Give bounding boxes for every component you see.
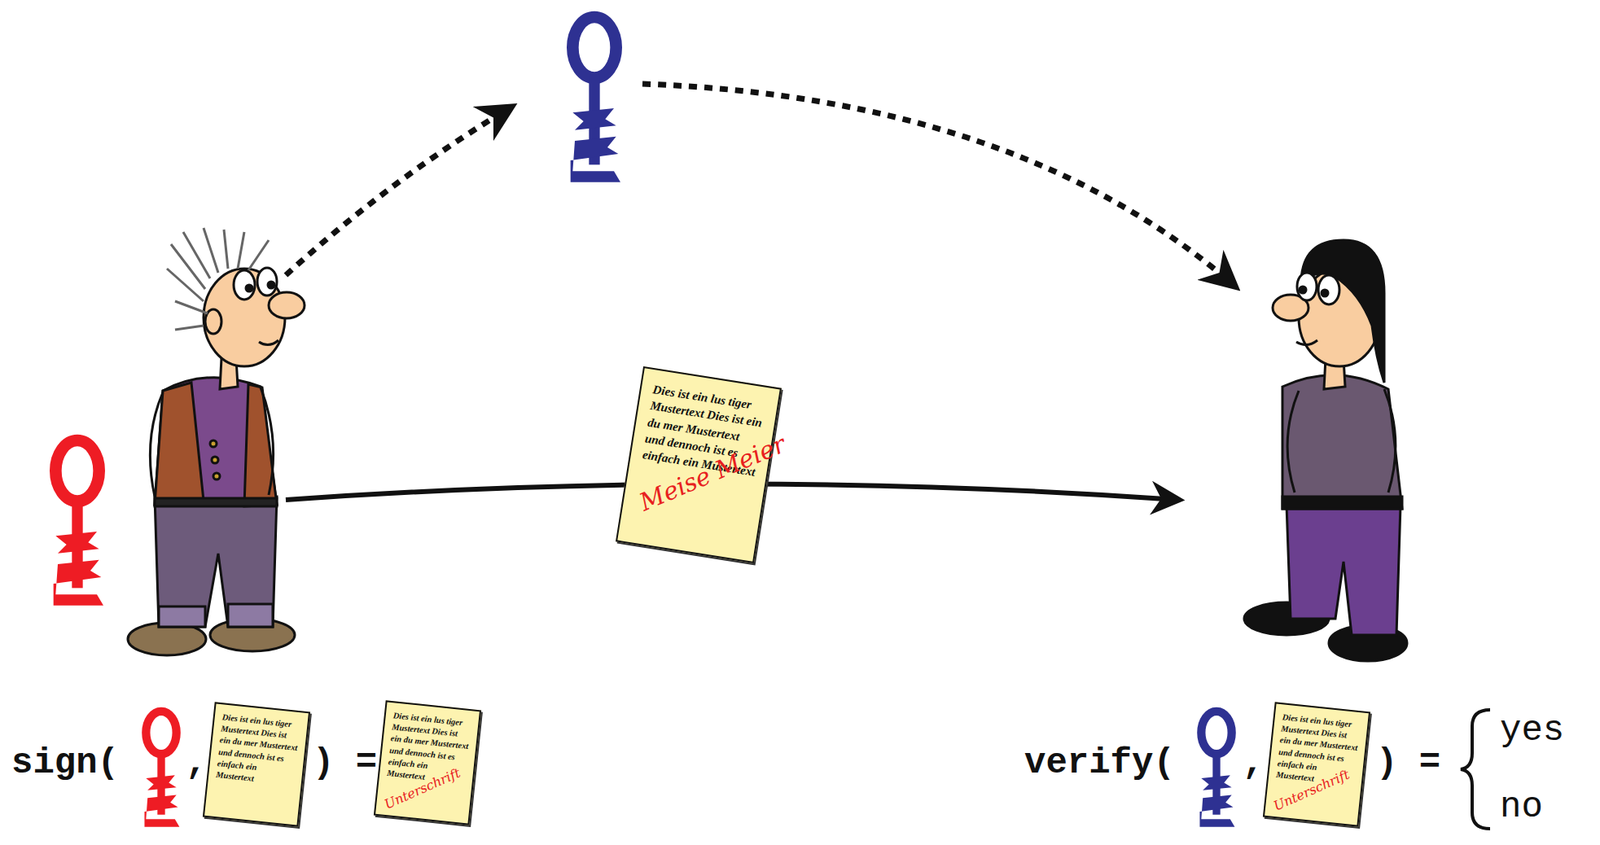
document: Dies ist ein lus tiger Mustertext Dies i…: [1262, 701, 1371, 828]
formula-text: ) =: [312, 742, 377, 784]
document: Dies ist ein lus tiger Mustertext Dies i…: [615, 366, 782, 564]
formula-text: ,: [185, 742, 207, 784]
private-key: [144, 711, 180, 828]
key-transfer-arrow: [285, 107, 511, 276]
key-transfer-arrow: [642, 83, 1235, 286]
signer-person: [127, 227, 305, 656]
public-key: [1199, 711, 1235, 828]
formula-text: sign(: [11, 742, 119, 784]
public-key: [570, 17, 621, 183]
formula-text: ,: [1242, 742, 1264, 784]
private-key: [53, 440, 104, 606]
document: Dies ist ein lus tiger Mustertext Dies i…: [373, 700, 482, 826]
brace: [1460, 710, 1491, 829]
formula-text: verify(: [1024, 742, 1175, 784]
formula-text: no: [1499, 786, 1544, 828]
verifier-person: [1244, 240, 1408, 662]
formula-text: ) =: [1376, 742, 1441, 784]
formula-text: yes: [1499, 710, 1565, 751]
document-text: Dies ist ein lus tiger Mustertext Dies i…: [215, 711, 301, 790]
document: Dies ist ein lus tiger Mustertext Dies i…: [202, 701, 311, 828]
